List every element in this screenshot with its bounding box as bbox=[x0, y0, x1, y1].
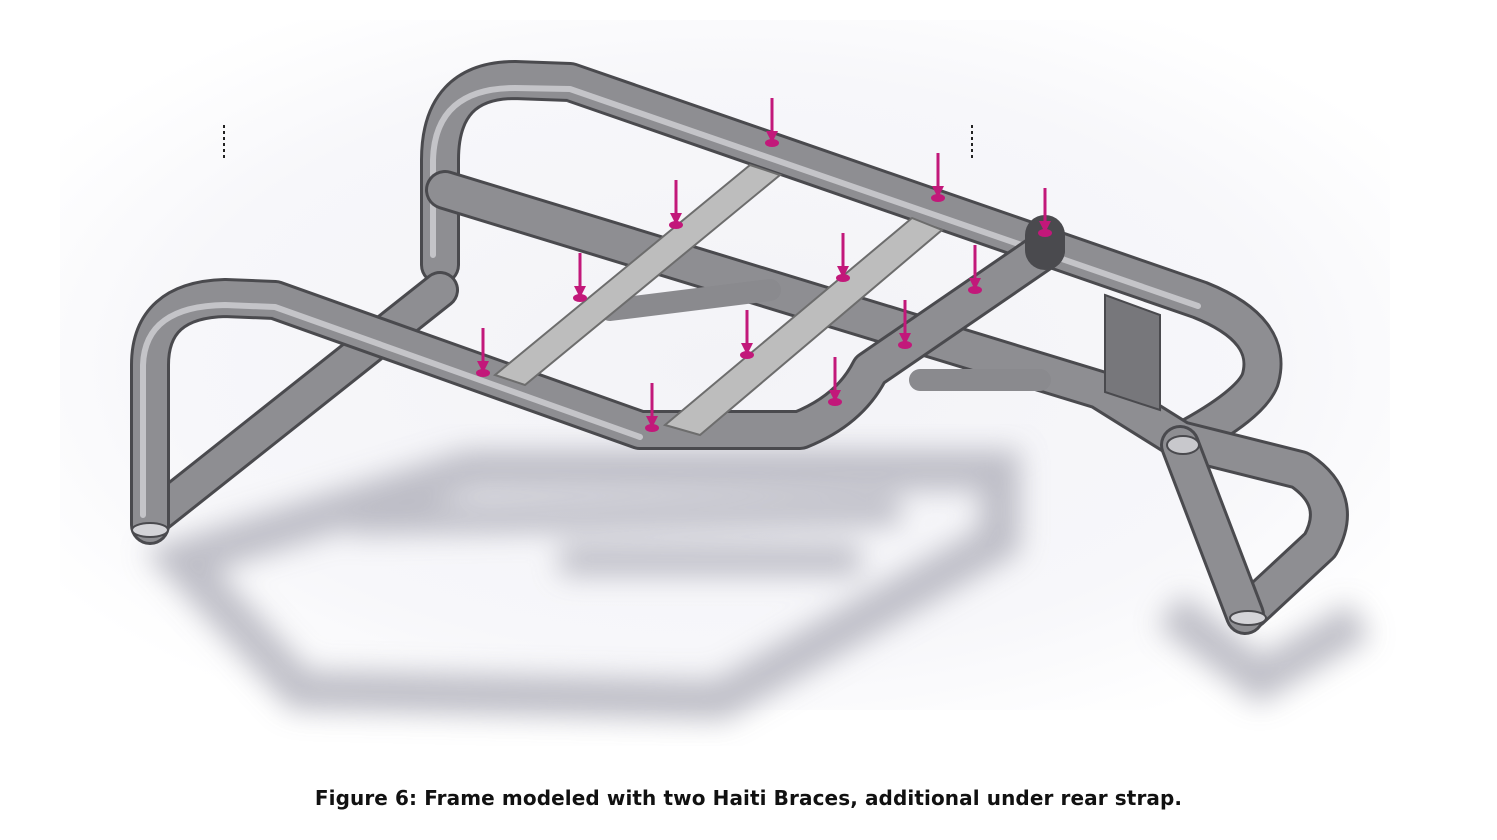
load-arrow bbox=[669, 180, 683, 229]
haiti-brace-2 bbox=[662, 216, 944, 437]
load-arrow bbox=[836, 233, 850, 282]
load-arrows bbox=[476, 98, 1052, 432]
load-arrow bbox=[968, 245, 982, 294]
tube-opening bbox=[1166, 435, 1200, 455]
figure-caption: Figure 6: Frame modeled with two Haiti B… bbox=[314, 786, 1183, 810]
under-brace bbox=[599, 279, 1051, 391]
rear-strap bbox=[1104, 293, 1161, 412]
load-arrow bbox=[476, 328, 490, 377]
load-arrow bbox=[645, 383, 659, 432]
load-arrow bbox=[740, 310, 754, 359]
ground-shadow bbox=[143, 450, 1371, 721]
load-arrow bbox=[765, 98, 779, 147]
foot-cap-rear bbox=[1229, 610, 1267, 626]
load-arrow bbox=[1038, 188, 1052, 237]
foot-cap-left bbox=[131, 522, 169, 538]
load-arrow bbox=[573, 253, 587, 302]
haiti-brace-1 bbox=[492, 163, 783, 387]
load-arrow bbox=[898, 300, 912, 349]
load-arrow bbox=[828, 357, 842, 406]
load-arrow bbox=[931, 153, 945, 202]
frame-tubes bbox=[130, 60, 1349, 635]
